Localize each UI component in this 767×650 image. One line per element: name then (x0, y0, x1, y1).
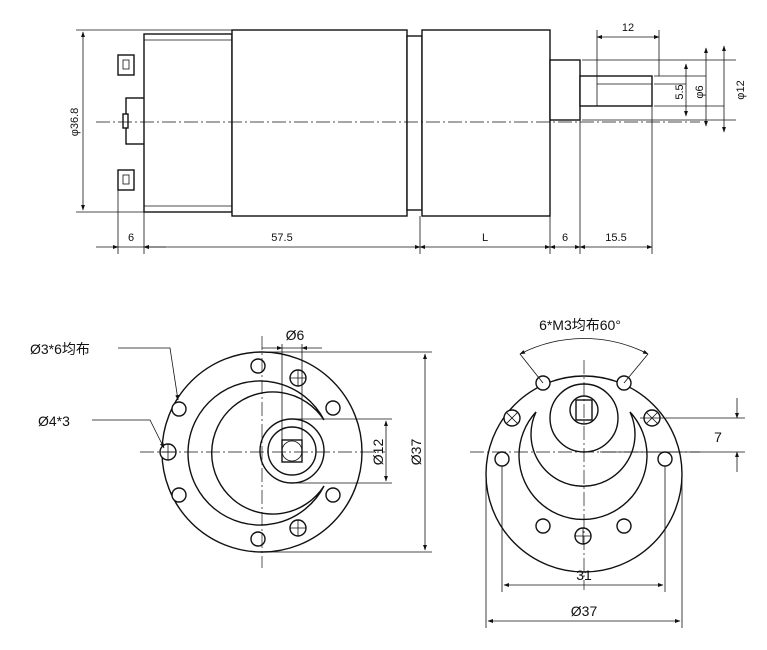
terminal-top-hole (122, 59, 130, 70)
rear-hole-2 (171, 401, 187, 417)
motor-end-cap (143, 33, 233, 213)
dim-motor-length: 57.5 (271, 232, 292, 244)
label-m3-holes: 6*M3均布60° (539, 317, 621, 333)
dim-rear-shaft: Ø6 (286, 327, 305, 343)
rear-shaft (281, 440, 303, 462)
rear-view: Ø6 Ø12 Ø37 Ø3*6均布 Ø4*3 (30, 327, 432, 568)
rear-c-groove (187, 380, 325, 526)
front-hole-3 (494, 451, 510, 467)
rear-bushing (125, 97, 147, 145)
dim-body-dia: φ36.8 (69, 108, 81, 137)
dim-boss-dia: φ12 (735, 80, 747, 99)
output-shaft (579, 75, 653, 107)
rear-shaft-flat (281, 439, 303, 463)
rear-hole-1 (250, 358, 266, 374)
dim-front-outer: Ø37 (571, 603, 598, 619)
rear-bushing-tip (122, 113, 129, 129)
rear-hole-3 (171, 487, 187, 503)
gearbox-collar (406, 35, 423, 211)
terminal-bottom (117, 169, 135, 191)
dim-rear-outer: Ø37 (408, 439, 424, 466)
dim-shaft-dia: φ6 (694, 85, 706, 98)
dim-shaft-length: 12 (622, 22, 634, 34)
dim-front-offset: 7 (714, 429, 722, 445)
dim-boss-length: 6 (562, 232, 568, 244)
side-view: 12 5.5 φ6 φ12 φ36.8 6 57.5 L 6 (69, 22, 747, 254)
terminal-top (117, 54, 135, 76)
front-hole-5 (535, 518, 551, 534)
terminal-bottom-hole (122, 174, 130, 185)
front-hole-6 (616, 518, 632, 534)
dim-terminal: 6 (128, 232, 134, 244)
front-hole-4 (657, 451, 673, 467)
gearbox (421, 29, 551, 217)
dim-rear-boss: Ø12 (370, 439, 386, 466)
dim-shaft-flat: 5.5 (674, 84, 686, 99)
front-crescent (518, 411, 648, 521)
output-boss (549, 59, 581, 121)
label-holes-4x3: Ø4*3 (38, 413, 70, 429)
dim-gearbox-length: L (482, 232, 488, 244)
dim-shaft-extension: 15.5 (605, 232, 626, 244)
front-view: 6*M3均布60° 7 31 Ø37 (470, 317, 745, 628)
dim-front-hole-circle: 31 (576, 567, 592, 583)
rear-hole-6 (325, 487, 341, 503)
rear-hole-5 (325, 400, 341, 416)
rear-hole-4 (250, 531, 266, 547)
motor-can (231, 29, 408, 217)
label-holes-3x6: Ø3*6均布 (30, 341, 90, 357)
